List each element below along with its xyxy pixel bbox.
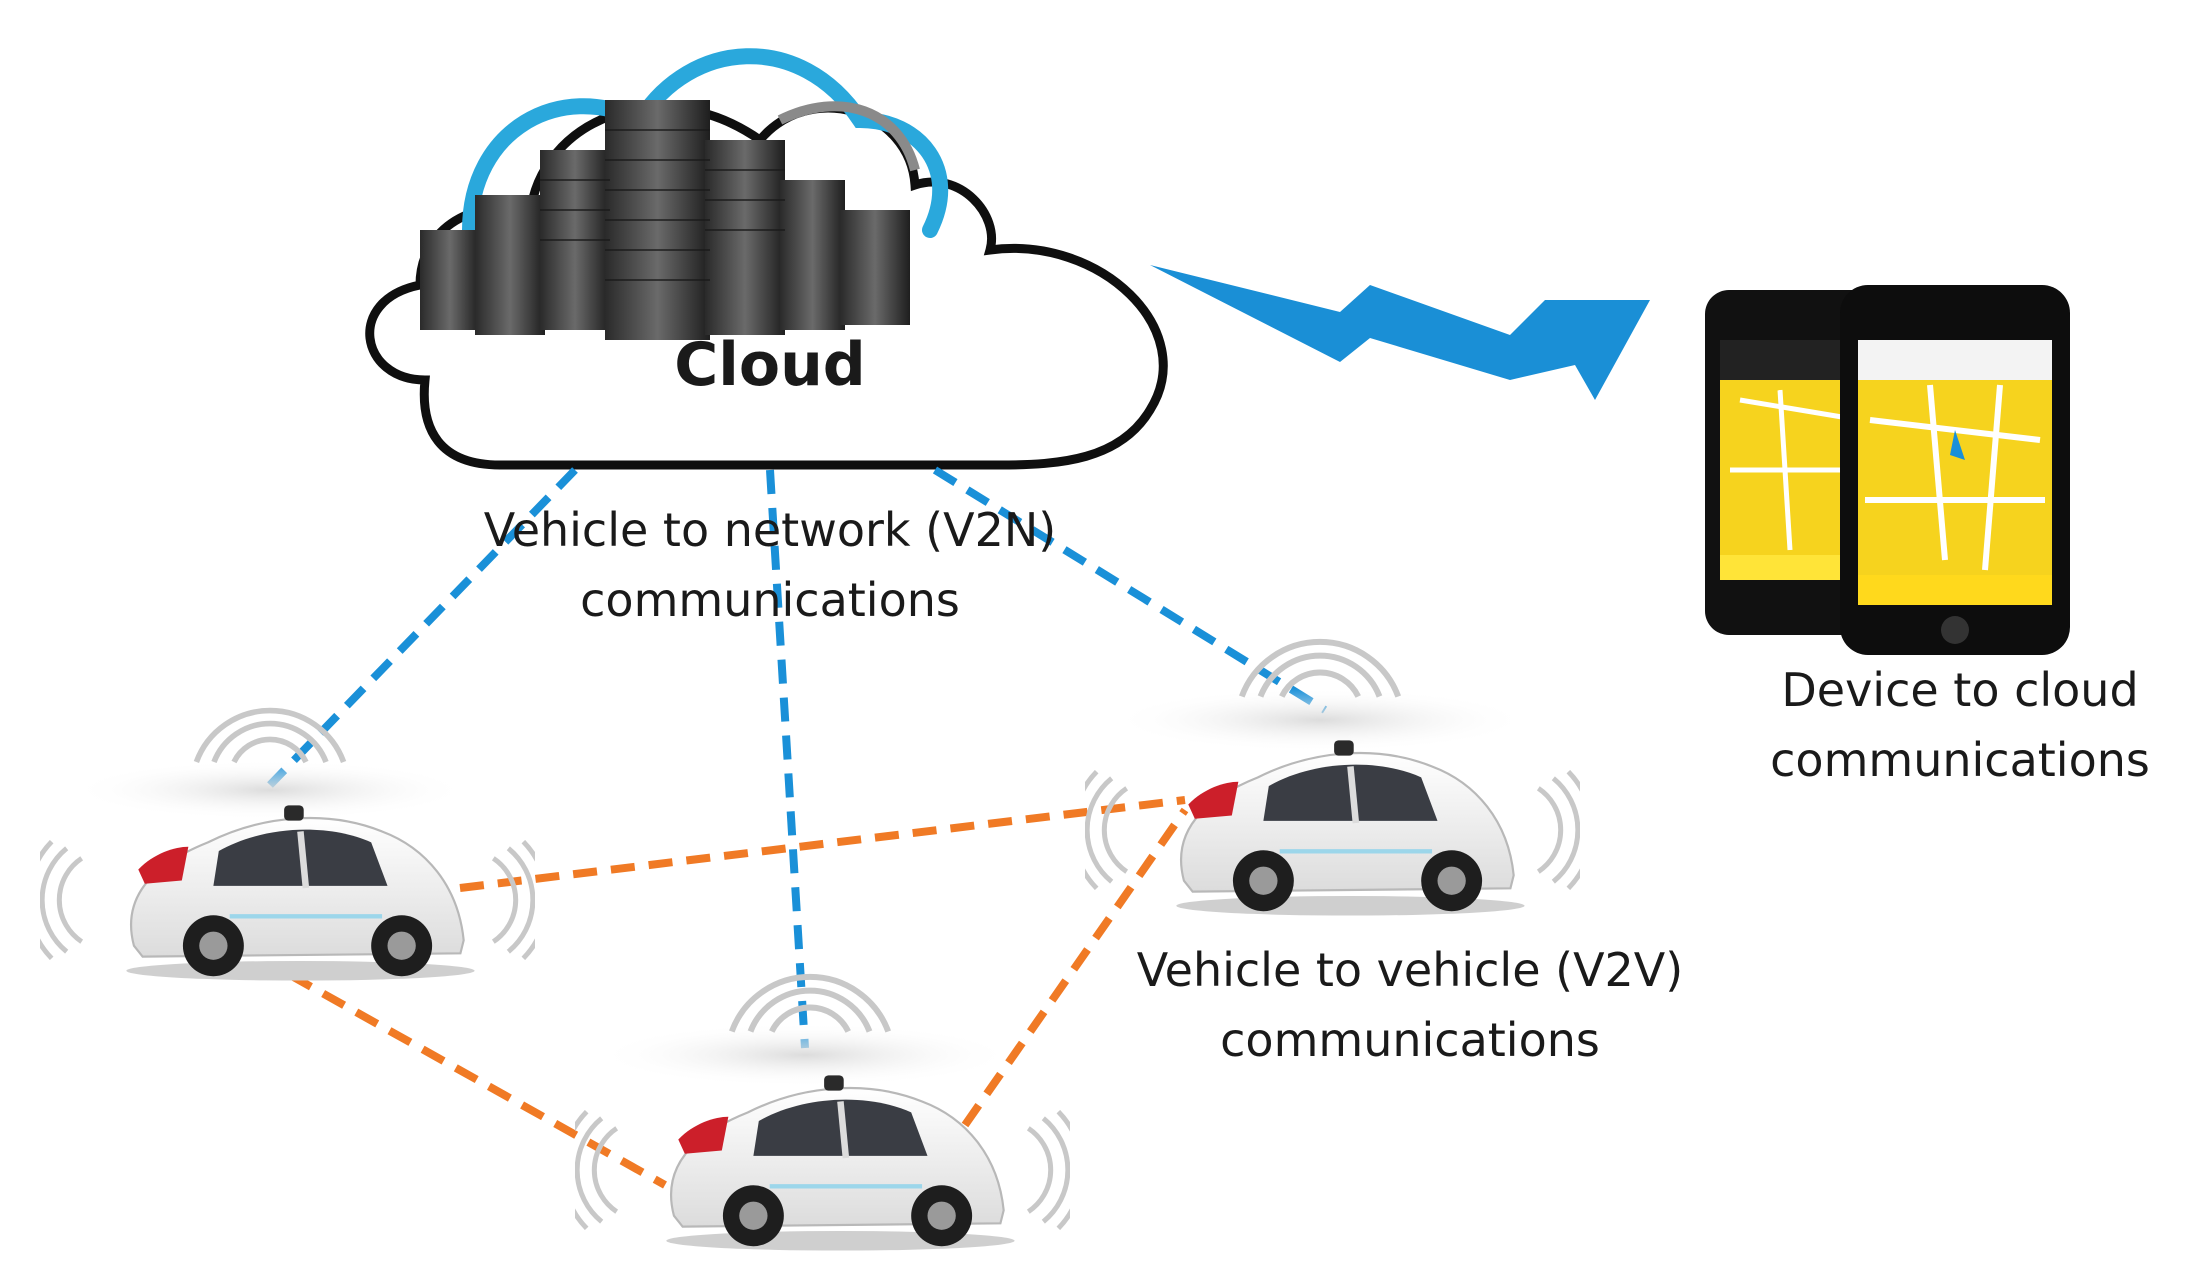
- v2v-label-line2: communications: [1220, 1013, 1600, 1067]
- lightning-bolt-icon: [1150, 265, 1650, 400]
- v2v-link-center-right: [961, 807, 1189, 1128]
- v2v-link-left-right: [459, 796, 1186, 892]
- signal-wave-icon: [196, 711, 343, 762]
- v2v-link-left-center: [288, 971, 667, 1189]
- d2c-label-line2: communications: [1770, 733, 2150, 787]
- self-driving-car-center: [563, 977, 1082, 1251]
- d2c-label-line1: Device to cloud: [1781, 663, 2139, 717]
- v2n-label-line2: communications: [580, 573, 960, 627]
- v2n-label: Vehicle to network (V2N) communications: [400, 495, 1140, 635]
- self-driving-car-right: [1073, 642, 1592, 916]
- v2n-link-center: [766, 469, 809, 1049]
- v2n-label-line1: Vehicle to network (V2N): [483, 503, 1057, 557]
- d2c-label: Device to cloud communications: [1700, 655, 2200, 795]
- v2v-links: [288, 796, 1189, 1189]
- smartphone-icon: [1705, 285, 2070, 655]
- v2v-label-line1: Vehicle to vehicle (V2V): [1136, 943, 1684, 997]
- server-rack-icon: [420, 100, 910, 340]
- cloud-title: Cloud: [674, 330, 866, 400]
- self-driving-car-left: [28, 711, 547, 981]
- v2v-label: Vehicle to vehicle (V2V) communications: [1050, 935, 1770, 1075]
